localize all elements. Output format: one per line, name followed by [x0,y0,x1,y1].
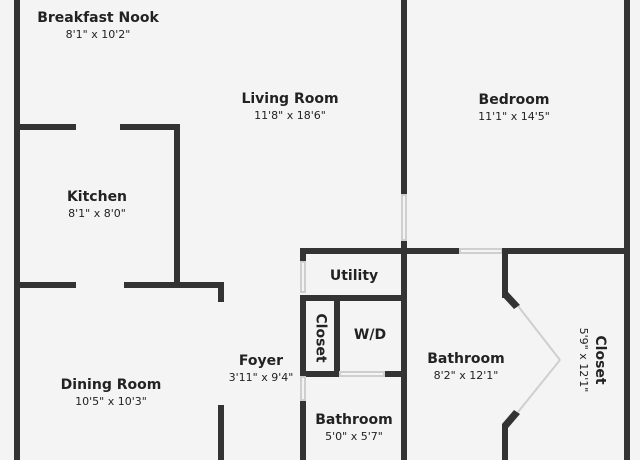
room-dimensions: 3'11" x 9'4" [228,371,294,384]
room-bedroom: Bedroom 11'1" x 14'5" [478,92,550,124]
wall-dining-right-upper [218,282,224,302]
wall-closet-large-angle-top [502,292,520,309]
wall-kitchen-bottom-right [124,282,224,288]
room-dimensions: 8'2" x 12'1" [433,369,499,382]
room-closet-large: Closet 5'9" x 12'1" [576,328,608,393]
wall-kitchen-right [174,124,180,284]
room-kitchen: Kitchen 8'1" x 8'0" [67,189,127,221]
opening-small-bath [300,376,306,401]
opening-bedroom [401,194,407,241]
room-name: Bathroom [315,412,393,428]
room-name: Utility [329,268,379,284]
wall-small-bath-left [300,400,306,460]
wall-living-bedroom-upper [401,0,407,195]
room-name: Kitchen [66,189,128,205]
room-foyer: Foyer 3'11" x 9'4" [229,353,294,385]
wall-closet-right [334,295,340,375]
room-name: Breakfast Nook [37,10,159,26]
opening-closet-large-bottom [517,359,561,413]
room-bathroom-small: Bathroom 5'0" x 5'7" [315,412,393,444]
wall-outer-left [14,0,20,460]
wall-utility-left-top [300,248,306,262]
room-name: Dining Room [60,377,162,393]
wall-closet-bottom [300,371,340,377]
wall-kitchen-top-right [120,124,180,130]
wall-wd-right [401,248,407,460]
room-breakfast-nook: Breakfast Nook 8'1" x 10'2" [37,10,159,42]
room-closet-small: Closet [312,313,329,362]
room-utility: Utility [330,268,378,285]
room-dimensions: 10'5" x 10'3" [75,395,147,408]
room-name: Foyer [238,353,284,369]
room-name: Living Room [241,91,339,107]
room-dining-room: Dining Room 10'5" x 10'3" [61,377,162,409]
room-name: Closet [312,313,329,363]
room-wd: W/D [354,327,386,344]
wall-living-bedroom-lower [401,240,407,250]
opening-utility [300,261,306,293]
wall-outer-right [624,0,630,460]
wall-kitchen-top-left [14,124,76,130]
wall-utility-bottom [300,295,407,301]
wall-middle-right [502,248,630,254]
room-dimensions: 11'1" x 14'5" [478,110,550,123]
room-name: Closet [592,335,608,385]
opening-bathroom-top [459,248,503,254]
wall-kitchen-bottom-left [14,282,76,288]
wall-closet-large-angle-bottom [502,410,520,428]
room-dimensions: 8'1" x 8'0" [68,207,126,220]
wall-middle-left [300,248,460,254]
room-dimensions: 5'0" x 5'7" [325,430,383,443]
room-living-room: Living Room 11'8" x 18'6" [241,91,338,123]
room-dimensions: 11'8" x 18'6" [254,109,326,122]
room-name: Bathroom [427,351,505,367]
room-name: W/D [353,327,387,343]
room-dimensions: 5'9" x 12'1" [577,327,590,393]
wall-closet-left [300,295,306,375]
room-dimensions: 8'1" x 10'2" [65,28,131,41]
opening-closet-large-top [517,305,561,361]
wall-closet-large-left-top [502,248,508,298]
wall-wd-bottom-right [384,371,407,377]
wall-closet-large-left-bottom [502,424,508,460]
room-name: Bedroom [478,92,550,108]
opening-wd [339,371,385,377]
room-bathroom-main: Bathroom 8'2" x 12'1" [427,351,505,383]
wall-dining-right-lower [218,405,224,460]
